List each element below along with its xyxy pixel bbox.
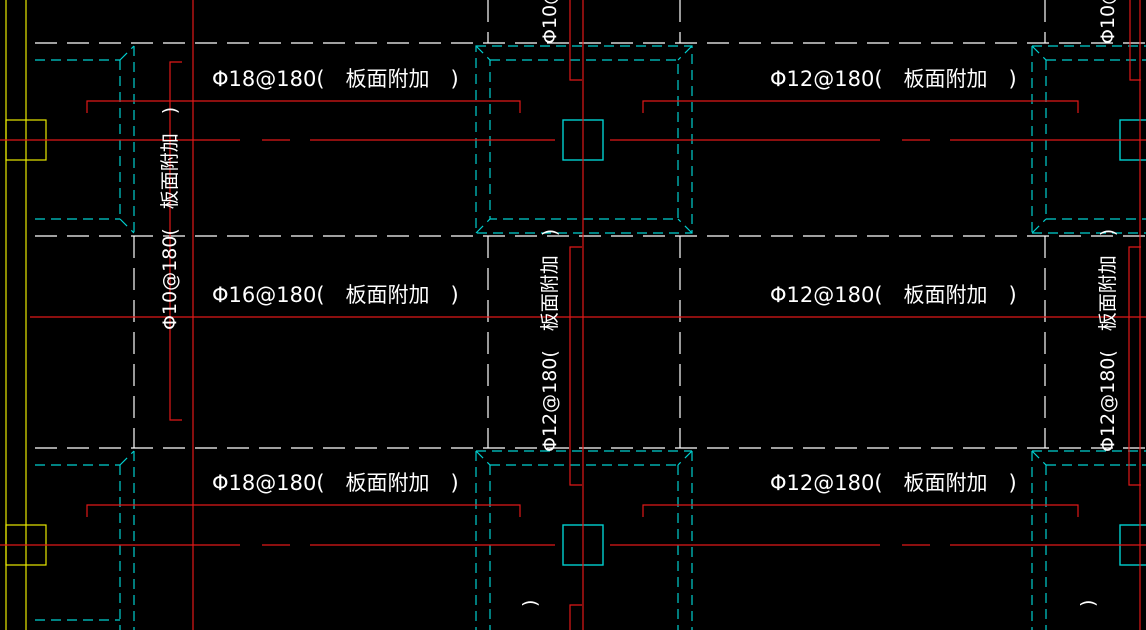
rebar-label-top-left: Φ18@180( 板面附加 ) [212, 67, 459, 91]
rebar-label-top-right: Φ12@180( 板面附加 ) [770, 67, 1017, 91]
column-squares [562, 119, 1146, 566]
rebar-label-mid-left: Φ16@180( 板面附加 ) [212, 283, 459, 307]
paren-bottom-right: ) [1077, 600, 1099, 607]
beam-outlines [35, 45, 1146, 630]
rebar-label-v-center-top: Φ10@ [539, 0, 561, 44]
rebar-label-v-right: Φ12@180( 板面附加 ) [1097, 229, 1119, 452]
rebar-label-bot-right: Φ12@180( 板面附加 ) [770, 471, 1017, 495]
paren-bottom-center: ) [519, 600, 541, 607]
rebar-label-bot-left: Φ18@180( 板面附加 ) [212, 471, 459, 495]
grid-dashed-lines [35, 0, 1146, 449]
rebar-label-mid-right: Φ12@180( 板面附加 ) [770, 283, 1017, 307]
rebar-label-v-left: Φ10@180( 板面附加 ) [159, 107, 181, 330]
left-column-lines [5, 0, 47, 630]
rebar-label-v-right-top: Φ10@ [1097, 0, 1119, 44]
rebar-label-v-center: Φ12@180( 板面附加 ) [539, 229, 561, 452]
